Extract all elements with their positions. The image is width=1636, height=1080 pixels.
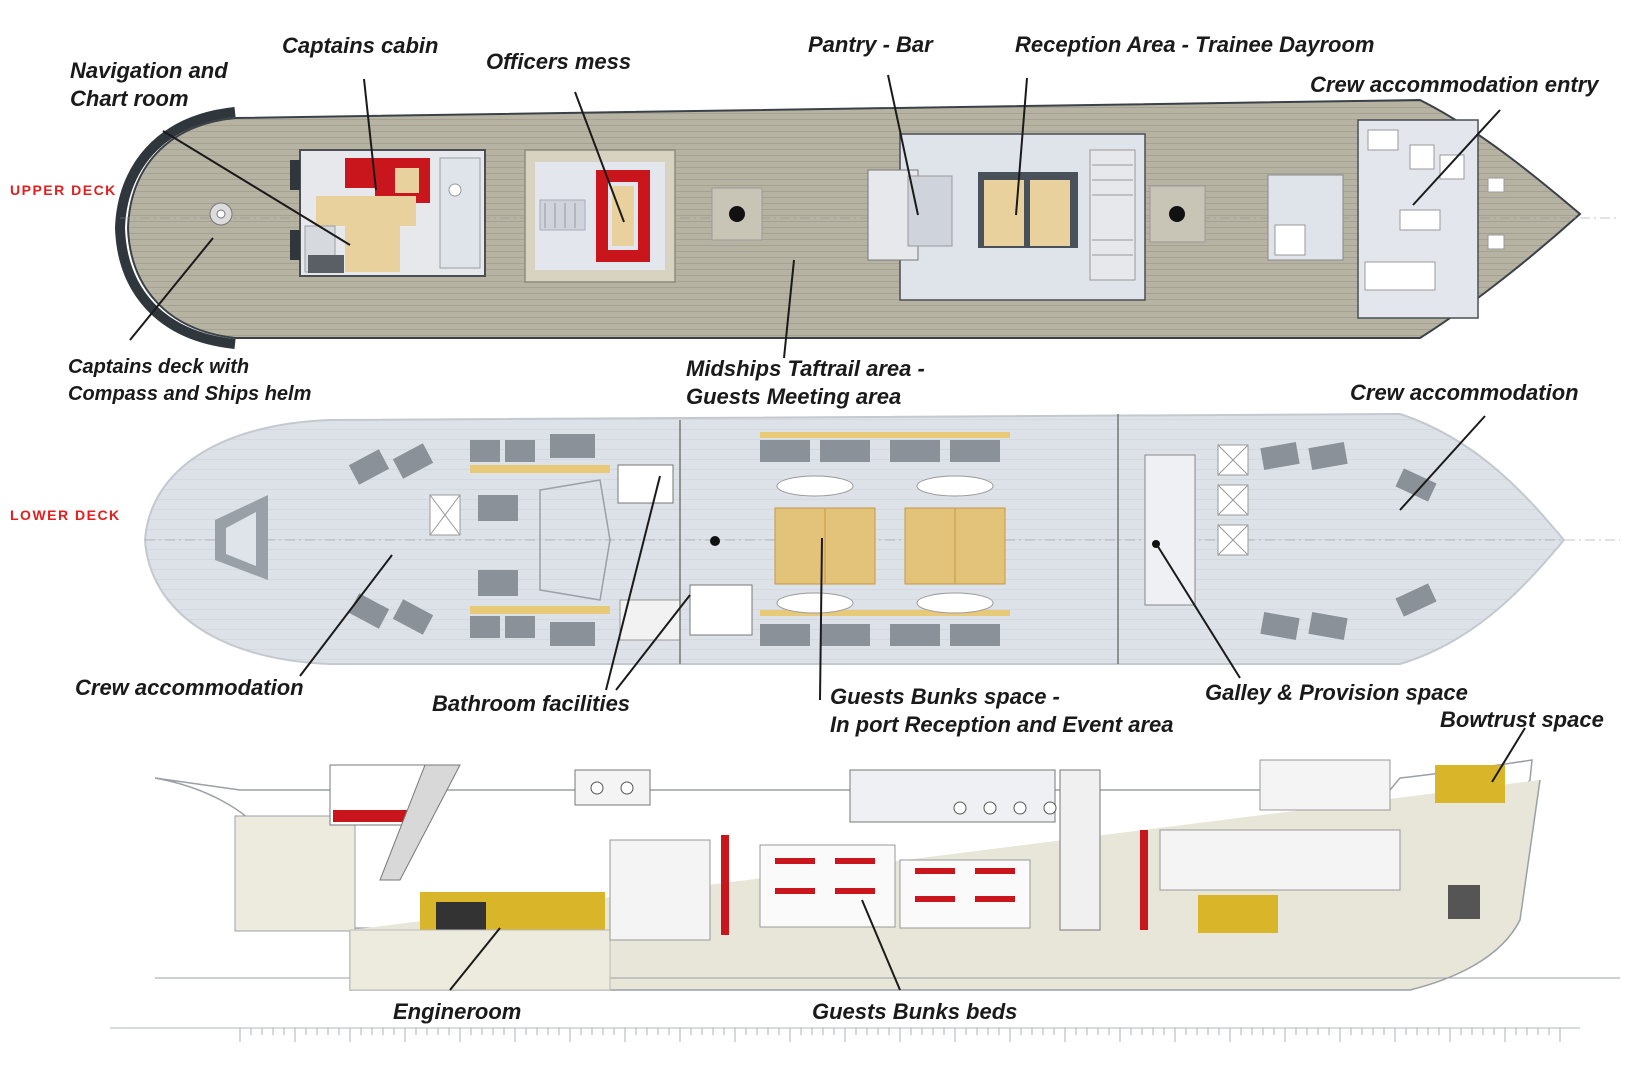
label-navigation-chart-room: Navigation and Chart room xyxy=(70,57,228,113)
upper-deck-stern-rail xyxy=(114,107,236,349)
aft-deckhouse xyxy=(290,149,486,277)
label-reception-area: Reception Area - Trainee Dayroom xyxy=(1015,32,1375,57)
lower-deck-tag: LOWER DECK xyxy=(10,507,121,523)
label-guests-space-line1: Guests Bunks space - xyxy=(830,684,1060,709)
label-captains-deck-line1: Captains deck with xyxy=(68,356,250,378)
officers-mess-bench xyxy=(596,170,650,262)
scale-ruler xyxy=(110,1027,1580,1042)
upper-deck-plan xyxy=(114,98,1620,349)
aft-crew-bunks xyxy=(348,443,434,635)
side-bowtrust xyxy=(1435,765,1505,803)
label-guests-bunks-beds: Guests Bunks beds xyxy=(812,999,1018,1024)
side-guest-bunk-beds xyxy=(759,844,1031,929)
side-mast-red-fore xyxy=(1140,830,1148,930)
fwd-crew-bunks xyxy=(1260,442,1437,640)
label-guests-bunks-space: Guests Bunks space - In port Reception a… xyxy=(830,683,1174,739)
bathroom-block-port xyxy=(617,464,674,504)
label-bathroom-facilities: Bathroom facilities xyxy=(432,691,631,716)
foremast xyxy=(1169,206,1185,222)
label-midships-line1: Midships Taftrail area - xyxy=(686,356,925,381)
aft-guest-bunks xyxy=(470,434,595,646)
label-crew-accommodation-aft: Crew accommodation xyxy=(75,675,304,700)
side-elevation xyxy=(154,759,1620,991)
officers-mess-deckhouse xyxy=(524,149,676,283)
bathroom-block-stbd xyxy=(689,584,753,636)
side-provision-yellow xyxy=(1198,895,1278,933)
label-navigation-line2: Chart room xyxy=(70,86,189,111)
upper-deck-tag: UPPER DECK xyxy=(10,182,117,198)
label-crew-accommodation-entry: Crew accommodation entry xyxy=(1310,72,1599,97)
label-midships-line2: Guests Meeting area xyxy=(686,384,902,409)
label-captains-deck-line2: Compass and Ships helm xyxy=(68,383,312,405)
upper-deck-hull xyxy=(126,98,1582,339)
label-bowtrust-space: Bowtrust space xyxy=(1440,707,1604,732)
label-navigation-line1: Navigation and xyxy=(70,58,228,83)
mainmast xyxy=(729,206,745,222)
label-midships: Midships Taftrail area - Guests Meeting … xyxy=(686,355,925,411)
label-officers-mess: Officers mess xyxy=(486,49,632,74)
guest-bunk-space xyxy=(710,432,1010,646)
label-captains-cabin: Captains cabin xyxy=(282,33,439,58)
label-galley-provision: Galley & Provision space xyxy=(1205,680,1468,705)
lower-deck-plan xyxy=(143,412,1620,665)
reception-deckhouse xyxy=(867,133,1146,301)
label-pantry-bar: Pantry - Bar xyxy=(808,32,933,57)
galley-provision xyxy=(1117,414,1249,664)
label-crew-accommodation-fwd: Crew accommodation xyxy=(1350,380,1579,405)
label-engineroom: Engineroom xyxy=(393,999,522,1024)
label-captains-deck: Captains deck with Compass and Ships hel… xyxy=(68,354,311,408)
crew-entry-deckhouse xyxy=(1357,119,1505,319)
side-captain-berth xyxy=(333,810,423,822)
label-guests-space-line2: In port Reception and Event area xyxy=(830,712,1174,737)
side-mast-red-main xyxy=(721,835,729,935)
callout-leader-lines xyxy=(129,74,1526,991)
